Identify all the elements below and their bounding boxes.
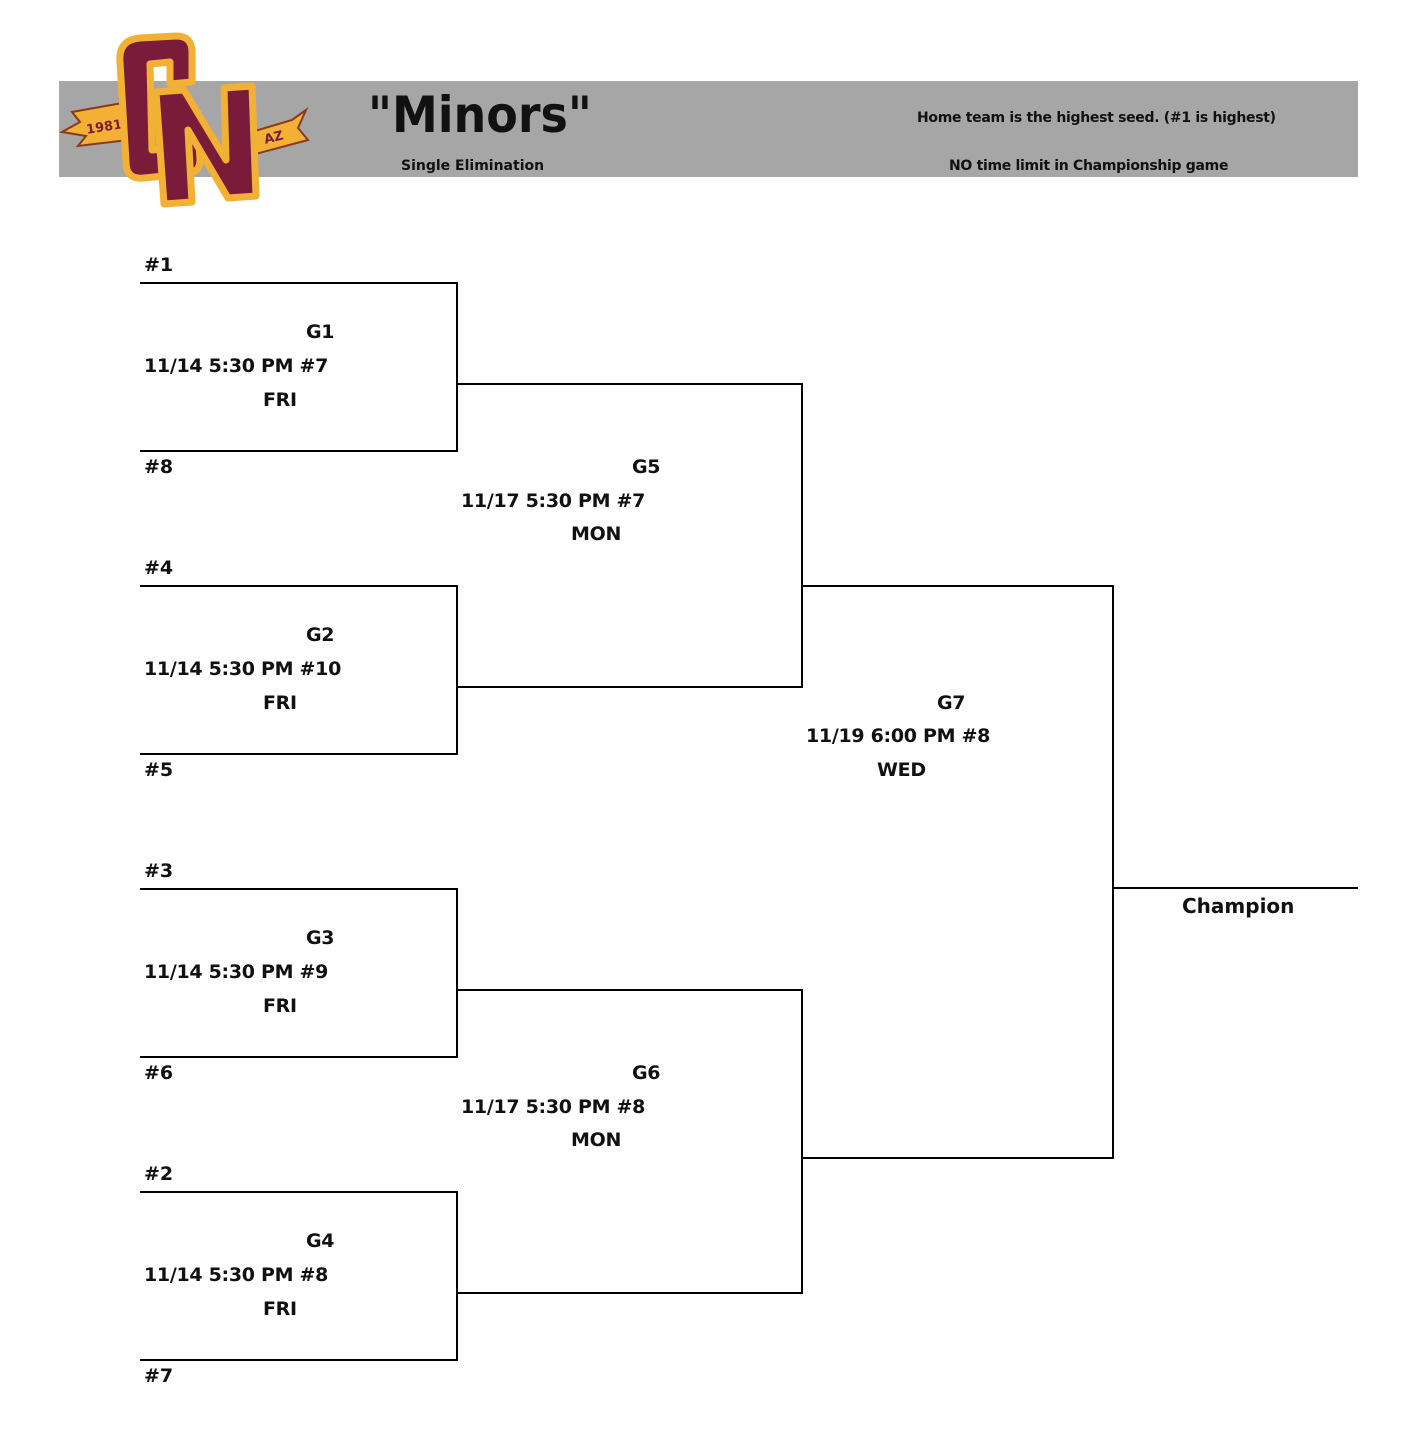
bracket-line <box>456 585 458 755</box>
bracket-line <box>456 1191 458 1361</box>
bracket-line <box>456 383 803 385</box>
game-datetime: 11/17 5:30 PM #7 <box>461 490 646 512</box>
bracket-line <box>801 585 1114 587</box>
seed-label: #8 <box>144 456 174 478</box>
bracket-line <box>456 1292 803 1294</box>
bracket-line <box>801 989 803 1294</box>
seed-label: #1 <box>144 254 174 276</box>
game-number: G6 <box>632 1062 661 1084</box>
champion-label: Champion <box>1182 894 1295 918</box>
game-number: G5 <box>632 456 661 478</box>
bracket-line <box>140 450 458 452</box>
letter-n-icon <box>152 82 260 208</box>
bracket-line <box>1112 585 1114 1159</box>
bracket-line <box>140 1359 458 1361</box>
game-number: G1 <box>306 321 335 343</box>
game-day: FRI <box>263 995 297 1017</box>
seed-label: #2 <box>144 1163 174 1185</box>
game-datetime: 11/14 5:30 PM #9 <box>144 961 329 983</box>
game-day: WED <box>877 759 926 781</box>
game-day: FRI <box>263 389 297 411</box>
bracket-line <box>140 1056 458 1058</box>
bracket-line <box>140 753 458 755</box>
game-number: G7 <box>937 692 966 714</box>
bracket-subtitle: Single Elimination <box>401 158 545 174</box>
ribbon-left-text: 1981 <box>85 117 123 137</box>
game-number: G4 <box>306 1230 335 1252</box>
game-datetime: 11/17 5:30 PM #8 <box>461 1096 646 1118</box>
game-datetime: 11/14 5:30 PM #10 <box>144 658 342 680</box>
game-datetime: 11/14 5:30 PM #8 <box>144 1264 329 1286</box>
bracket-line <box>456 989 803 991</box>
seed-label: #3 <box>144 860 174 882</box>
game-day: MON <box>571 1129 622 1151</box>
home-team-note: Home team is the highest seed. (#1 is hi… <box>917 110 1276 126</box>
game-datetime: 11/19 6:00 PM #8 <box>806 725 991 747</box>
bracket-line <box>801 383 803 688</box>
bracket-line <box>140 1191 458 1193</box>
champion-line <box>1112 887 1358 889</box>
game-day: MON <box>571 523 622 545</box>
seed-label: #6 <box>144 1062 174 1084</box>
seed-label: #7 <box>144 1365 174 1387</box>
game-number: G3 <box>306 927 335 949</box>
seed-label: #5 <box>144 759 174 781</box>
game-datetime: 11/14 5:30 PM #7 <box>144 355 329 377</box>
bracket-line <box>140 585 458 587</box>
bracket-line <box>456 888 458 1058</box>
ribbon-right-text: AZ <box>263 128 286 147</box>
bracket-line <box>801 1157 1114 1159</box>
bracket-line <box>140 888 458 890</box>
game-day: FRI <box>263 1298 297 1320</box>
bracket-title: "Minors" <box>368 86 592 144</box>
game-number: G2 <box>306 624 335 646</box>
time-limit-note: NO time limit in Championship game <box>949 158 1229 174</box>
bracket-line <box>456 282 458 452</box>
bracket-line <box>140 282 458 284</box>
bracket-line <box>456 686 803 688</box>
cn-logo: 1981 AZ <box>59 32 310 208</box>
seed-label: #4 <box>144 557 174 579</box>
game-day: FRI <box>263 692 297 714</box>
